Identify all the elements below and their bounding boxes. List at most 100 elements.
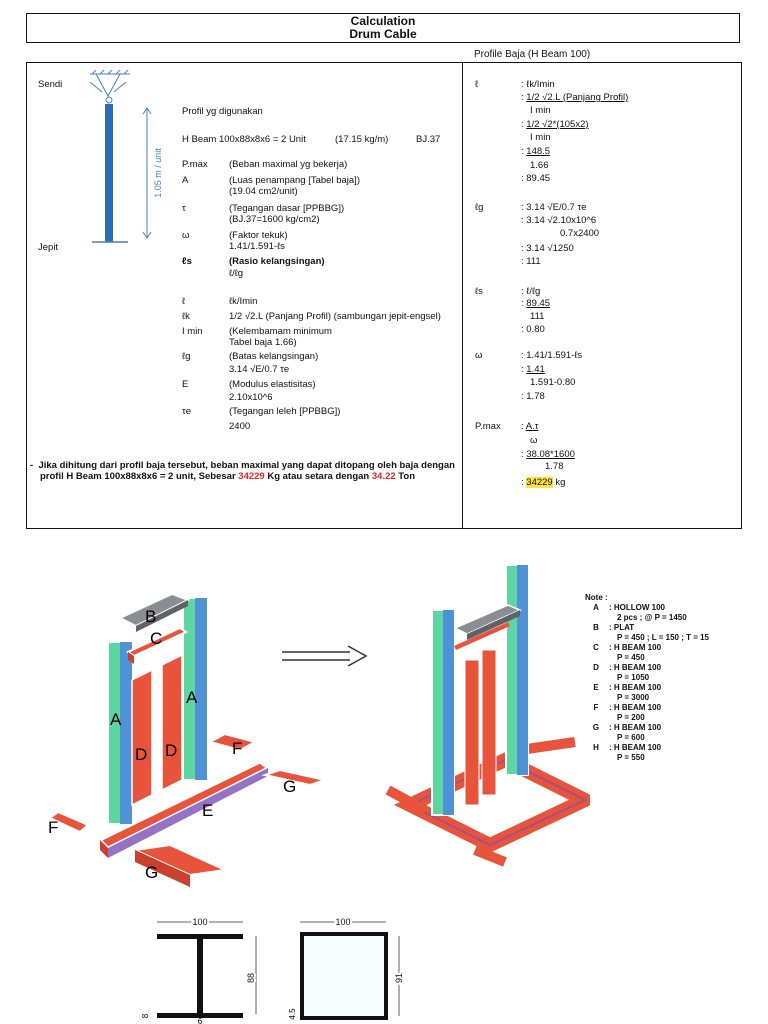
note-text: P = 600 [617,733,645,742]
def-description: (Modulus elastisitas) [229,379,316,390]
def-symbol: τe [182,406,192,417]
def-description: 2400 [229,421,251,432]
calc-line: : 1.78 [521,391,545,402]
column-divider [462,62,463,529]
label-a-left: A [110,710,122,729]
note-text: : H BEAM 100 [609,743,662,752]
def-description: 3.14 √E/0.7 τe [229,364,290,375]
hbeam-web: 6 [198,1017,203,1024]
def-description: ℓk/Imin [229,296,258,307]
note-row: H : H BEAM 100 [585,743,709,753]
note-letter [585,613,607,623]
hollow-width: 100 [335,917,350,927]
calculation-box [26,62,742,529]
beam-f-right [207,732,258,752]
note-text: P = 450 ; L = 150 ; T = 15 [617,633,709,642]
beam-d-right [161,653,183,792]
exploded-assembly-diagram: B C A A D D F G E F G [48,592,329,887]
note-text: P = 3000 [617,693,650,702]
hbeam-width: 100 [192,917,207,927]
note-letter: G [592,723,600,732]
conclusion-line-2: profil H Beam 100x88x8x6 = 2 unit, Sebes… [30,471,455,482]
notes-title: Note : [585,593,608,602]
note-letter: E [593,683,599,692]
pmax-result: : 34229 kg [521,477,566,488]
def-description: 2.10x10^6 [229,392,273,403]
note-letter: A [593,603,599,612]
calc-line: 1.591-0.80 [530,377,576,388]
note-row: G : H BEAM 100 [585,723,709,733]
sym-omega: ω [475,350,483,361]
sym-pmax: P.max [475,421,501,432]
conclusion-text-1: Jika dihitung dari profil baja tersebut,… [38,460,455,471]
def-description: (Rasio kelangsingan) [229,256,325,267]
def-symbol: P.max [182,159,208,170]
calc-line: : 3.14 √1250 [521,243,574,254]
calculation-header: Calculation Drum Cable [26,13,740,43]
note-letter: B [593,623,599,632]
note-text: : H BEAM 100 [609,703,662,712]
beam-c [125,626,189,658]
pmax-value: 34229 [526,477,553,488]
def-description: 1/2 √2.L (Panjang Profil) (sambungan jep… [229,311,441,322]
note-text: : H BEAM 100 [609,683,662,692]
conclusion-text-2a: profil H Beam 100x88x8x6 = 2 unit, Sebes… [40,471,239,482]
def-description: (Batas kelangsingan) [229,351,319,362]
hbeam-flange: 8 [141,1013,150,1018]
note-row: P = 1050 [585,673,709,683]
beam-weight: (17.15 kg/m) [335,134,389,145]
cross-section-drawings: 100 88 8 6 100 91 4.5 [141,915,406,1024]
def-description: Tabel baja 1.66) [229,337,297,348]
note-row: P = 550 [585,753,709,763]
note-text: : H BEAM 100 [609,723,662,732]
calc-line: 0.7x2400 [560,228,600,239]
conclusion-text-2b: Kg atau setara dengan [264,471,372,482]
length-label: 1.05 m / unit [153,148,163,198]
hollow-height: 91 [394,973,404,983]
conclusion-kg-value: 34229 [238,471,265,482]
hbeam-height: 88 [246,973,256,983]
sym-lg: ℓg [475,202,484,213]
note-letter: D [593,663,599,672]
calc-line: : 1/2 √2*(105x2) [521,119,589,130]
header-title: Calculation [350,14,416,28]
def-symbol: A [182,175,189,186]
calc-line: 1.66 [530,160,549,171]
sendi-label: Sendi [38,79,63,90]
note-row: F : H BEAM 100 [585,703,709,713]
def-description: (Tegangan leleh [PPBBG]) [229,406,341,417]
label-f-left: F [48,818,58,837]
calc-line: : 89.45 [521,298,551,309]
calc-line: : 1.41/1.591-ℓs [521,350,583,361]
note-text: 2 pcs ; @ P = 1450 [617,613,687,622]
def-description: (19.04 cm2/unit) [229,186,298,197]
calc-line: : 0.80 [521,324,545,335]
def-description: ℓ/ℓg [229,268,244,279]
label-d-left: D [135,745,147,764]
sym-ls: ℓs [475,286,483,297]
calc-line: : 38.08*1600 [521,449,575,460]
profile-label: Profile Baja (H Beam 100) [474,49,591,60]
note-text: : H BEAM 100 [609,663,662,672]
def-description: (Faktor tekuk) [229,230,288,241]
calc-line: 111 [530,311,545,322]
hollow-section: 100 91 4.5 [288,915,406,1020]
calc-line: 1.78 [545,461,564,472]
def-description: (BJ.37=1600 kg/cm2) [229,214,320,225]
note-letter: H [593,743,599,752]
assembly-arrow-icon [282,645,368,667]
note-text: : H BEAM 100 [609,643,662,652]
calc-line: I min [530,132,551,143]
calc-line: : 3.14 √E/0.7 τe [521,202,587,213]
def-symbol: ω [182,230,190,241]
def-symbol: I min [182,326,203,337]
calc-line: : ℓ/ℓg [521,286,541,297]
header-subtitle: Drum Cable [349,27,417,41]
def-symbol: τ [182,203,186,214]
def-symbol: ℓg [182,351,191,362]
note-letter [585,733,607,743]
assembled-beam-d-2 [481,649,497,796]
note-letter: F [593,703,599,712]
